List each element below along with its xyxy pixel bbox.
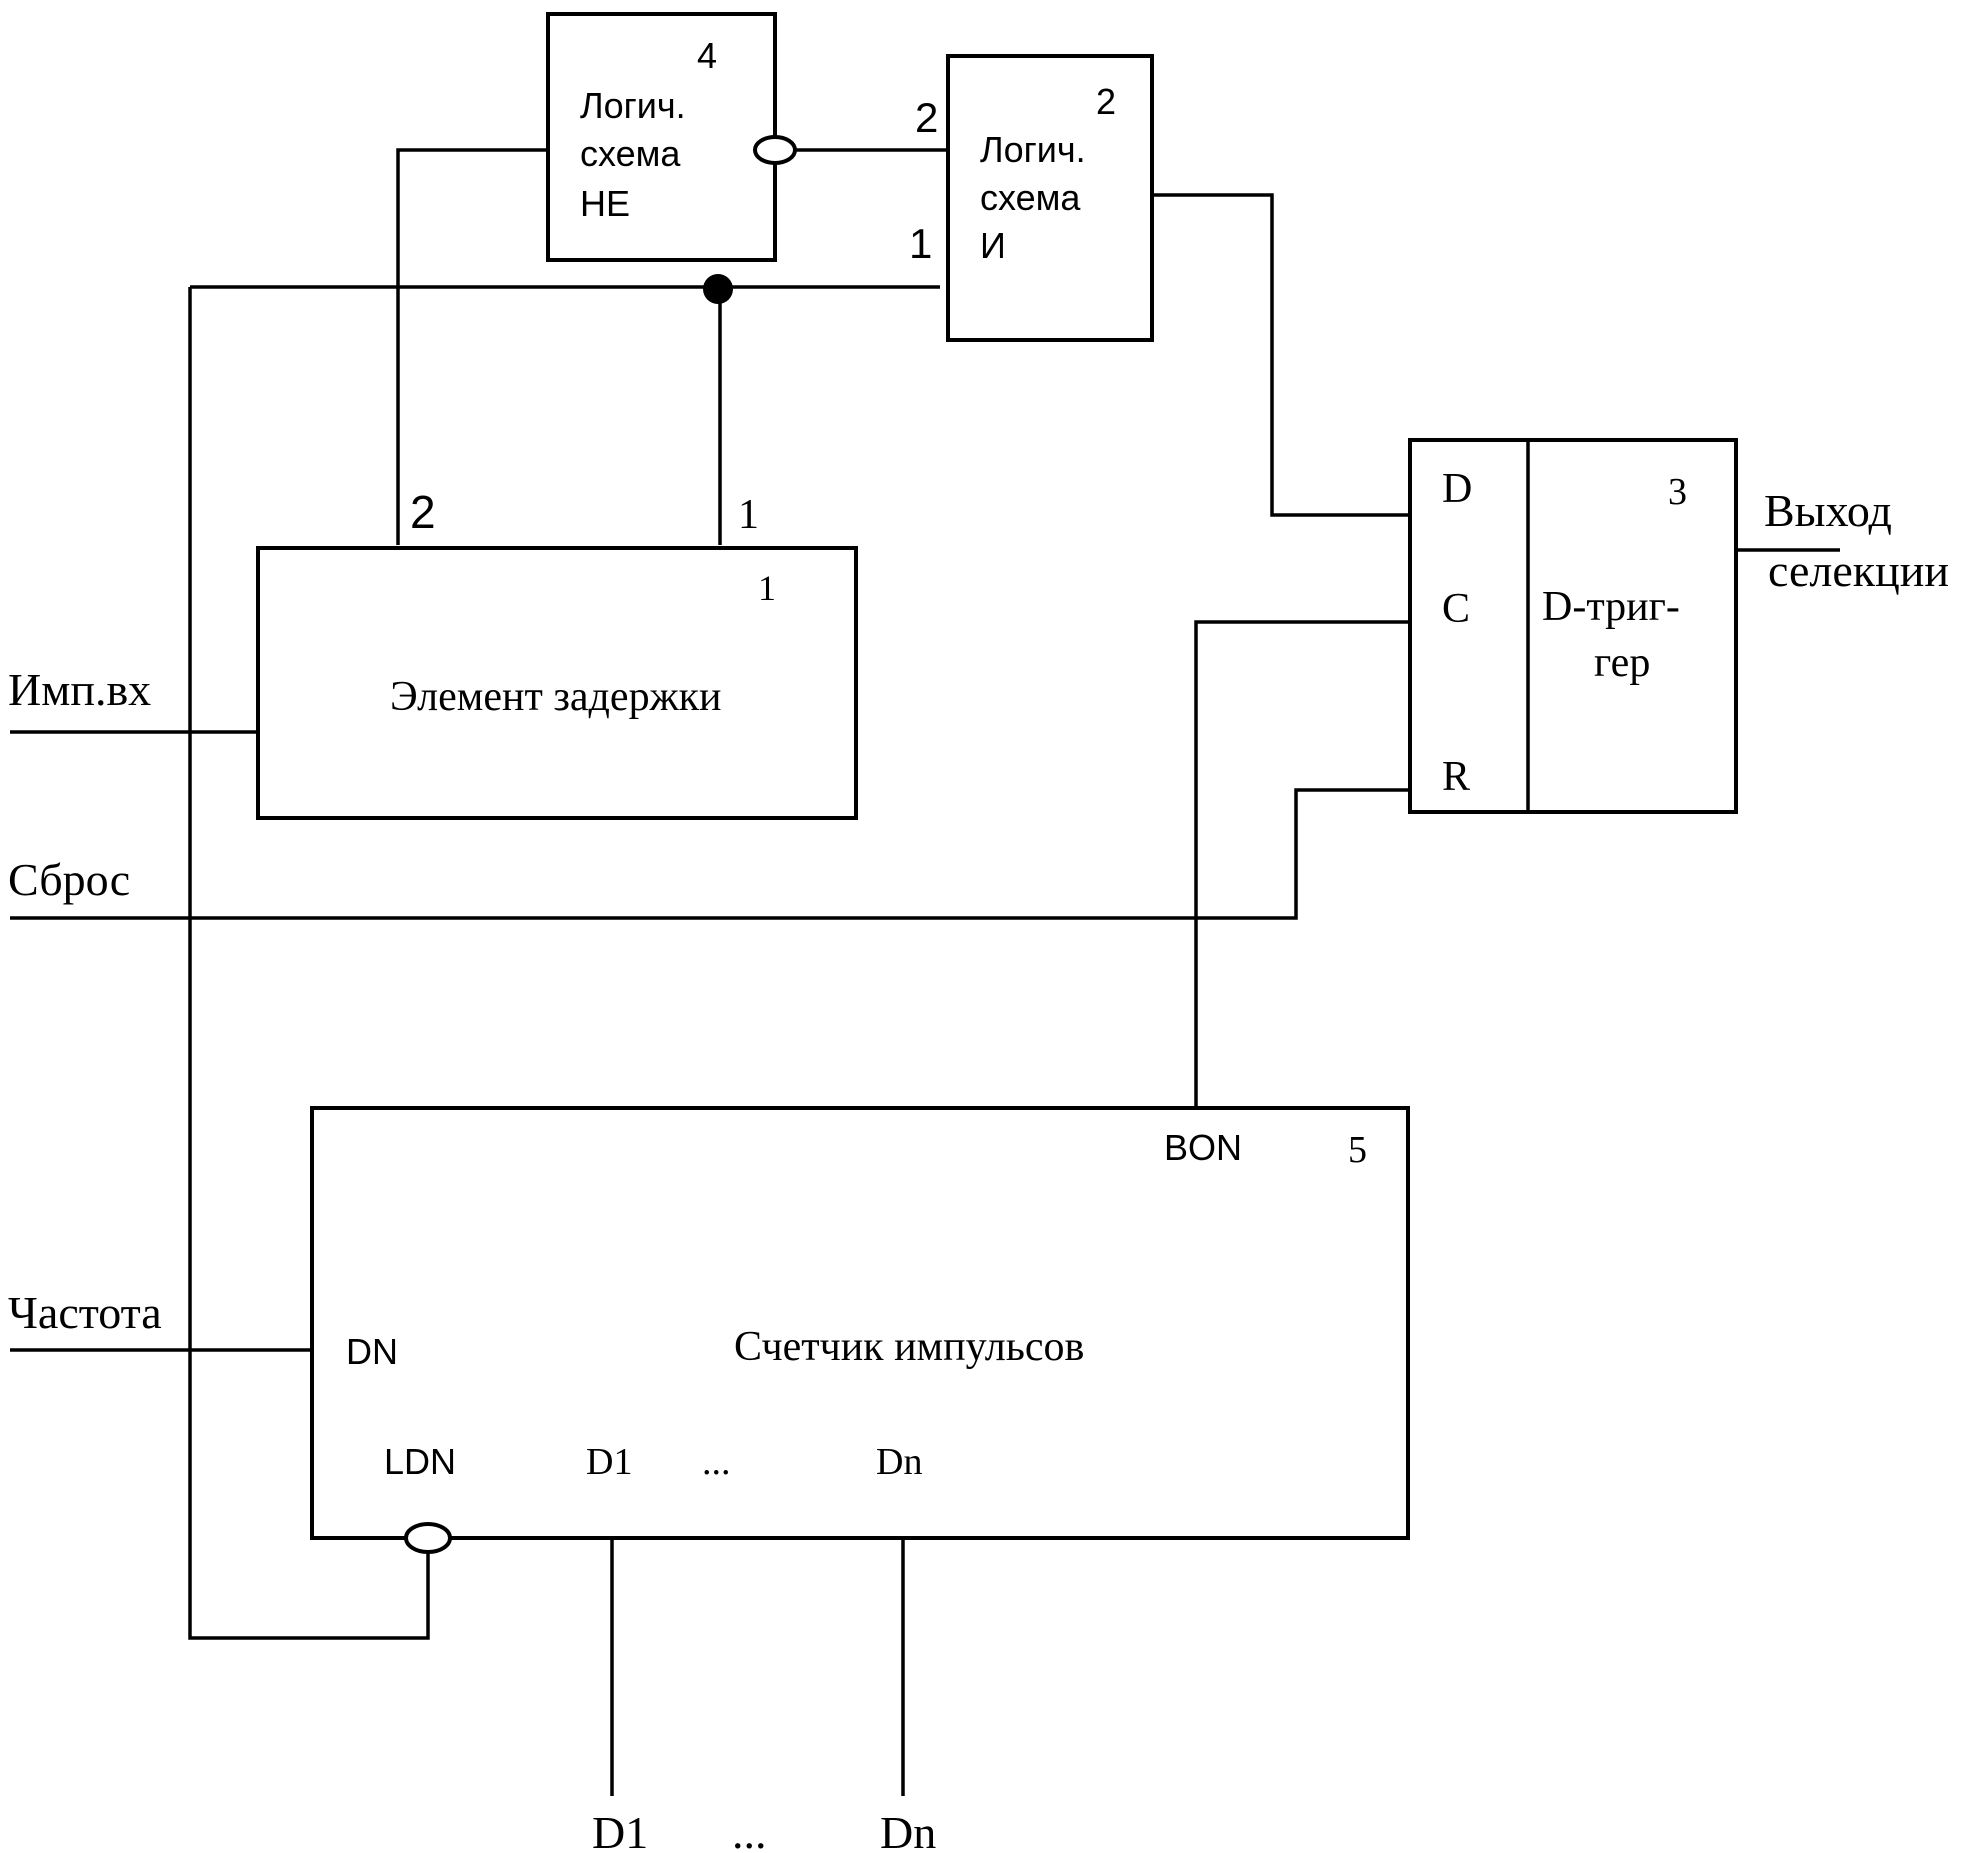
wire-bon-to-c bbox=[1194, 620, 1410, 1108]
label-reset: Сброс bbox=[8, 854, 130, 905]
and-gate-pin-2: 2 bbox=[915, 94, 938, 141]
wire-and-to-d bbox=[1152, 193, 1410, 517]
and-gate-line3: И bbox=[980, 225, 1006, 266]
delay-number: 1 bbox=[758, 568, 776, 608]
and-gate-line2: схема bbox=[980, 177, 1081, 218]
and-gate-pin-1: 1 bbox=[909, 220, 932, 267]
delay-title: Элемент задержки bbox=[390, 674, 721, 720]
and-gate-block: 2 Логич. схема И 2 1 bbox=[909, 54, 1154, 342]
counter-pin-bon: BON bbox=[1164, 1127, 1242, 1168]
signal-labels: Имп.вх Сброс Частота Выход селекции D1 .… bbox=[8, 485, 1949, 1853]
counter-number: 5 bbox=[1348, 1129, 1367, 1171]
not-gate-line2: схема bbox=[580, 133, 681, 174]
label-bottom-dots: ... bbox=[732, 1807, 767, 1853]
delay-element-block: 2 1 1 Элемент задержки bbox=[256, 486, 858, 820]
d-trigger-pin-c: C bbox=[1442, 586, 1470, 632]
and-gate-number: 2 bbox=[1096, 81, 1116, 122]
not-gate-number: 4 bbox=[697, 35, 717, 76]
label-input-pulse: Имп.вх bbox=[8, 664, 151, 715]
d-trigger-block: D C R 3 D-триг- гер bbox=[1408, 438, 1738, 814]
wire-delay2-to-not bbox=[396, 148, 548, 545]
junction-dot-icon bbox=[703, 274, 733, 304]
d-trigger-number: 3 bbox=[1668, 471, 1687, 513]
wire-reset bbox=[10, 788, 1410, 920]
label-frequency: Частота bbox=[8, 1287, 162, 1338]
d-trigger-line2: гер bbox=[1594, 640, 1650, 686]
counter-pin-dn-small: Dn bbox=[876, 1441, 922, 1483]
delay-pin-1: 1 bbox=[738, 492, 759, 538]
inverter-bubble-icon bbox=[753, 135, 797, 165]
not-gate-block: 4 Логич. схема НЕ bbox=[546, 12, 797, 262]
counter-pin-dots: ... bbox=[702, 1441, 731, 1483]
wire-left-loop bbox=[188, 287, 430, 1640]
counter-title: Счетчик импульсов bbox=[734, 1324, 1084, 1370]
and-gate-line1: Логич. bbox=[980, 129, 1086, 170]
label-output-line2: селекции bbox=[1768, 545, 1949, 596]
d-trigger-pin-r: R bbox=[1442, 754, 1470, 800]
label-bottom-d1: D1 bbox=[592, 1807, 648, 1853]
ldn-inverter-bubble-icon bbox=[404, 1522, 452, 1554]
d-trigger-line1: D-триг- bbox=[1542, 584, 1680, 630]
counter-block: BON 5 DN Счетчик импульсов LDN D1 ... Dn bbox=[310, 1106, 1410, 1554]
delay-pin-2: 2 bbox=[410, 486, 436, 538]
counter-pin-d1: D1 bbox=[586, 1441, 632, 1483]
counter-pin-dn: DN bbox=[346, 1331, 398, 1372]
counter-pin-ldn: LDN bbox=[384, 1441, 456, 1482]
d-trigger-pin-d: D bbox=[1442, 466, 1472, 512]
label-output-line1: Выход bbox=[1764, 485, 1892, 536]
label-bottom-dn: Dn bbox=[880, 1807, 936, 1853]
not-gate-line1: Логич. bbox=[580, 85, 686, 126]
wires bbox=[10, 148, 1840, 1796]
not-gate-line3: НЕ bbox=[580, 183, 630, 224]
